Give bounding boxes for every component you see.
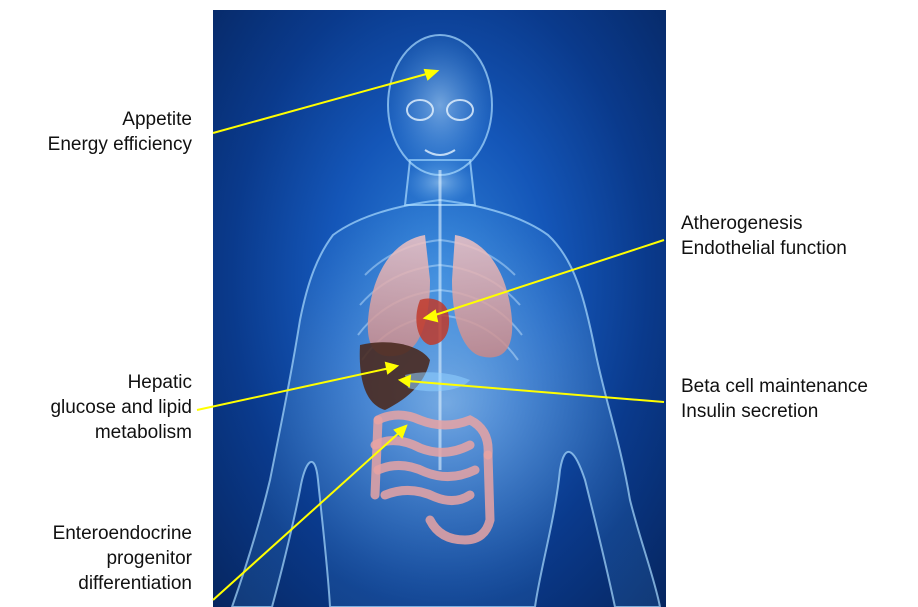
label-vessel-line-1: Atherogenesis (681, 211, 918, 236)
label-brain: Appetite Energy efficiency (0, 107, 192, 157)
label-brain-line-2: Energy efficiency (0, 132, 192, 157)
label-gut-line-2: progenitor (0, 546, 192, 571)
label-liver-line-3: metabolism (0, 420, 192, 445)
label-pancreas: Beta cell maintenance Insulin secretion (681, 374, 918, 424)
label-pancreas-line-1: Beta cell maintenance (681, 374, 918, 399)
label-gut: Enteroendocrine progenitor differentiati… (0, 521, 192, 596)
label-vessel-line-2: Endothelial function (681, 236, 918, 261)
label-gut-line-3: differentiation (0, 571, 192, 596)
label-brain-line-1: Appetite (0, 107, 192, 132)
heart (416, 299, 449, 346)
label-liver-line-2: glucose and lipid (0, 395, 192, 420)
label-liver: Hepatic glucose and lipid metabolism (0, 370, 192, 445)
label-pancreas-line-2: Insulin secretion (681, 399, 918, 424)
label-liver-line-1: Hepatic (0, 370, 192, 395)
label-vessel: Atherogenesis Endothelial function (681, 211, 918, 261)
label-gut-line-1: Enteroendocrine (0, 521, 192, 546)
